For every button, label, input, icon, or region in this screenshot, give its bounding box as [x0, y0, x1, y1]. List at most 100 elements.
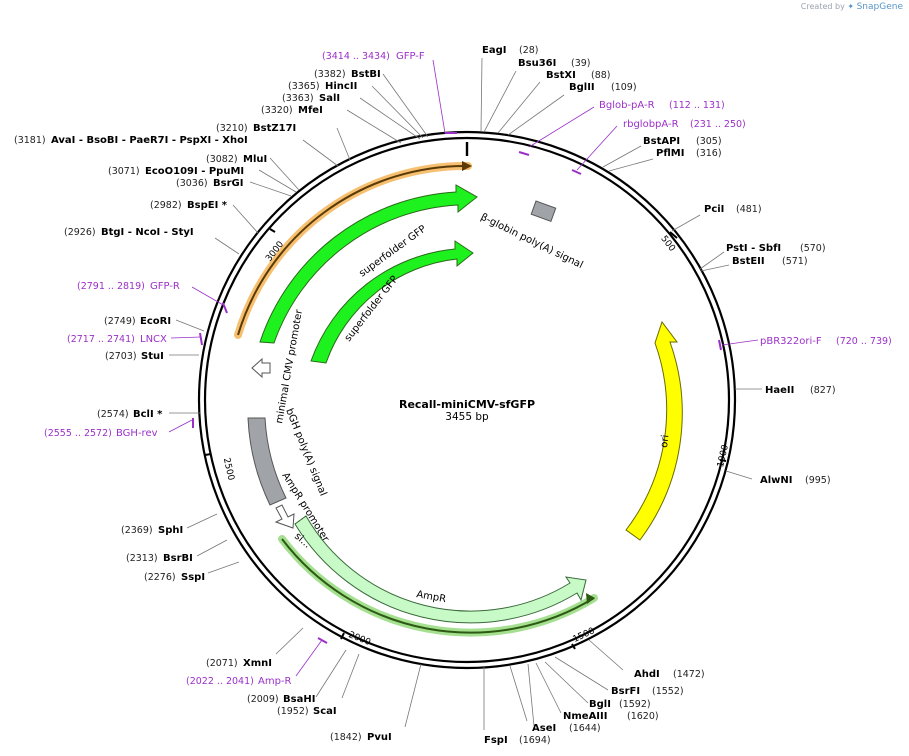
enzyme-name-bsrfi: BsrFI — [611, 686, 640, 697]
primer-pos-lncx: (2717 .. 2741) — [67, 334, 135, 345]
enzyme-pos-avai: (3181) — [14, 135, 46, 146]
feature-label-ori: ori — [659, 434, 671, 448]
enzyme-pos-fspi: (1694) — [519, 735, 551, 746]
enzyme-name-sphi: SphI — [158, 525, 183, 536]
enzyme-name-bsteii: BstEII — [732, 256, 765, 267]
enzyme-pos-psti-sbfi: (570) — [800, 243, 826, 254]
enzyme-pos-ecoo109i: (3071) — [108, 166, 140, 177]
enzyme-pos-btgi: (2926) — [64, 227, 96, 238]
tick-label-500: 500 — [658, 234, 677, 254]
enzyme-pos-scai: (1952) — [277, 706, 309, 717]
enzyme-name-pcii: PciI — [704, 204, 724, 215]
primer-name-bgh-rev: BGH-rev — [116, 428, 158, 439]
enzyme-pos-bstbi: (3382) — [314, 69, 346, 80]
snapgene-logo-icon: ✦ — [847, 2, 855, 11]
enzyme-pos-asei: (1644) — [569, 723, 601, 734]
enzyme-name-nmeaiii: NmeAIII — [563, 711, 607, 722]
enzyme-name-bstxi: BstXI — [546, 70, 576, 81]
enzyme-pos-stui: (2703) — [105, 351, 137, 362]
enzyme-labels: EagI (28) Bsu36I (39) BstXI (88) BglII (… — [14, 45, 836, 746]
enzyme-pos-bglii: (109) — [611, 82, 637, 93]
feature-ori — [625, 320, 683, 541]
primer-name-lncx: LNCX — [140, 334, 167, 345]
enzyme-name-bglii: BglII — [569, 82, 595, 93]
enzyme-pos-bsahi: (2009) — [247, 694, 279, 705]
enzyme-pos-ecori: (2749) — [104, 316, 136, 327]
primer-name-amp-r: Amp-R — [258, 676, 292, 687]
enzyme-name-mfei: MfeI — [298, 105, 323, 116]
enzyme-pos-haeii: (827) — [810, 385, 836, 396]
enzyme-name-xmni: XmnI — [243, 658, 272, 669]
primer-name-gfp-f: GFP-F — [396, 51, 425, 62]
enzyme-name-stui: StuI — [141, 351, 164, 362]
enzyme-name-bgli: BglI — [589, 699, 611, 710]
enzyme-pos-bsrbi: (2313) — [126, 553, 158, 564]
enzyme-name-psti-sbfi: PstI - SbfI — [726, 243, 781, 254]
enzyme-pos-sali: (3363) — [282, 93, 314, 104]
enzyme-name-bsrbi: BsrBI — [163, 553, 193, 564]
enzyme-name-haeii: HaeII — [765, 385, 794, 396]
feature-min-cmv-promoter — [251, 357, 271, 379]
enzyme-pos-hincii: (3365) — [288, 81, 320, 92]
enzyme-pos-pcii: (481) — [736, 204, 762, 215]
primer-name-bglob-pa-r: Bglob-pA-R — [599, 100, 655, 111]
plasmid-size: 3455 bp — [445, 411, 489, 423]
primer-labels: (3414 .. 3434) GFP-F Bglob-pA-R (112 .. … — [44, 51, 892, 687]
primer-pos-amp-r: (2022 .. 2041) — [186, 676, 254, 687]
feature-sfgfp-inner — [310, 240, 474, 364]
enzyme-pos-bspei: (2982) — [150, 200, 182, 211]
enzyme-name-bstbi: BstBI — [351, 69, 381, 80]
feature-ampr — [294, 515, 587, 624]
enzyme-pos-bcli: (2574) — [97, 409, 129, 420]
feature-bgh-polya — [247, 417, 287, 506]
primer-pos-bgh-rev: (2555 .. 2572) — [44, 428, 112, 439]
enzyme-name-bspei: BspEI * — [187, 200, 228, 211]
plasmid-backbone — [197, 130, 737, 670]
credit-brand: SnapGene — [856, 2, 903, 12]
primer-pos-rbglobpa-r: (231 .. 250) — [690, 119, 746, 130]
enzyme-pos-bsu36i: (39) — [571, 58, 591, 69]
enzyme-pos-sphi: (2369) — [121, 525, 153, 536]
primer-name-pbr322ori-f: pBR322ori-F — [760, 336, 822, 347]
enzyme-name-eagi: EagI — [482, 45, 506, 56]
enzyme-name-bsu36i: Bsu36I — [518, 58, 556, 69]
tick-label-2500: 2500 — [221, 457, 236, 482]
primer-pos-pbr322ori-f: (720 .. 739) — [836, 336, 892, 347]
feature-label-bglobin: β-globin poly(A) signal — [479, 212, 585, 271]
enzyme-pos-mfei: (3320) — [261, 105, 293, 116]
enzyme-pos-ahdi: (1472) — [673, 669, 705, 680]
primer-pos-gfp-f: (3414 .. 3434) — [322, 51, 390, 62]
enzyme-pos-xmni: (2071) — [206, 658, 238, 669]
enzyme-pos-bsrgi: (3036) — [176, 178, 208, 189]
enzyme-pos-nmeaiii: (1620) — [627, 711, 659, 722]
enzyme-name-pflmi: PflMI — [656, 148, 684, 159]
enzyme-pos-sspi: (2276) — [144, 572, 176, 583]
primer-name-gfp-r: GFP-R — [150, 281, 180, 292]
tick-marks — [204, 228, 727, 650]
enzyme-name-pvui: PvuI — [367, 732, 392, 743]
enzyme-name-sali: SalI — [319, 93, 340, 104]
enzyme-name-ahdi: AhdI — [634, 669, 660, 680]
enzyme-name-bstapi: BstAPI — [643, 136, 680, 147]
enzyme-name-avai: AvaI - BsoBI - PaeR7I - PspXI - XhoI — [51, 135, 248, 146]
enzyme-pos-pvui: (1842) — [330, 732, 362, 743]
credit-prefix: Created by — [800, 2, 845, 11]
feature-sfgfp-outer — [259, 184, 478, 344]
primer-name-rbglobpa-r: rbglobpA-R — [623, 119, 679, 130]
enzyme-name-ecoo109i: EcoO109I - PpuMI — [145, 166, 244, 177]
enzyme-pos-bsrfi: (1552) — [652, 686, 684, 697]
enzyme-name-hincii: HincII — [325, 81, 357, 92]
enzyme-name-sspi: SspI — [181, 572, 205, 583]
feature-ampr-promoter — [274, 504, 295, 529]
enzyme-pos-pflmi: (316) — [696, 148, 722, 159]
enzyme-name-scai: ScaI — [313, 706, 337, 717]
enzyme-name-bcli: BclI * — [133, 409, 163, 420]
enzyme-pos-eagi: (28) — [519, 45, 539, 56]
enzyme-name-btgi: BtgI - NcoI - StyI — [101, 227, 194, 238]
enzyme-name-bstz17i: BstZ17I — [253, 123, 296, 134]
enzyme-name-fspi: FspI — [484, 735, 508, 746]
enzyme-pos-mlui: (3082) — [206, 154, 238, 165]
enzyme-pos-bstz17i: (3210) — [216, 123, 248, 134]
enzyme-name-mlui: MluI — [243, 154, 267, 165]
enzyme-pos-bsteii: (571) — [782, 256, 808, 267]
